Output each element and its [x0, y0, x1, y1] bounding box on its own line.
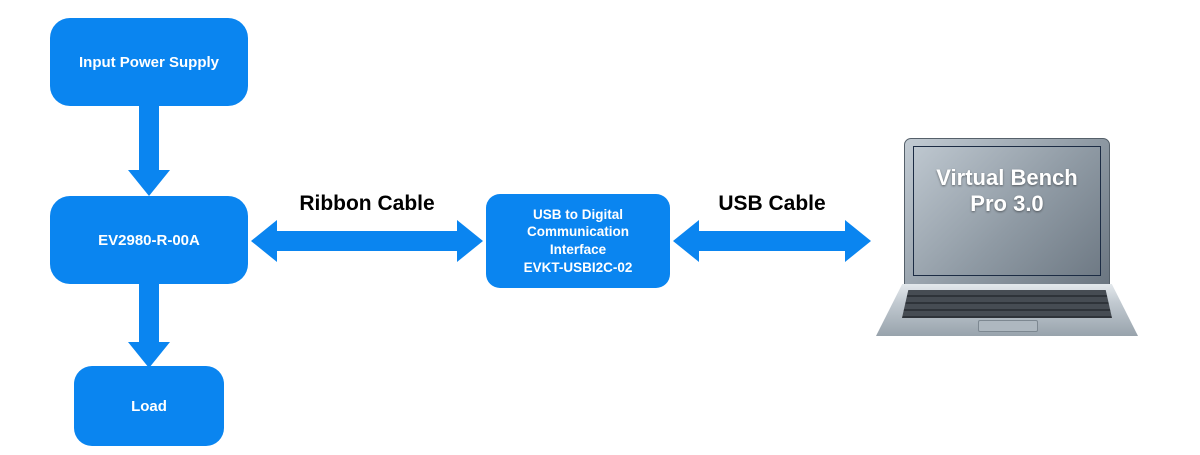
arrow-left-head-icon	[251, 220, 277, 262]
laptop-title-line2: Pro 3.0	[970, 191, 1044, 217]
laptop-screen-title: Virtual Bench Pro 3.0	[936, 165, 1077, 218]
arrow-shaft	[139, 106, 159, 170]
arrow-left-head-icon	[673, 220, 699, 262]
laptop-computer: Virtual Bench Pro 3.0	[876, 138, 1138, 338]
node-usb-interface-label-line1: USB to Digital	[533, 206, 623, 222]
arrow-shaft	[139, 284, 159, 342]
node-input-power-supply: Input Power Supply	[50, 18, 248, 106]
ribbon-cable-arrow	[251, 220, 483, 262]
node-usb-interface-label-line3: Interface	[549, 242, 607, 257]
laptop-display: Virtual Bench Pro 3.0	[913, 146, 1101, 276]
ribbon-cable-label: Ribbon Cable	[299, 192, 435, 215]
laptop-keyboard	[902, 290, 1112, 318]
node-load: Load	[74, 366, 224, 446]
laptop-title-line1: Virtual Bench	[936, 165, 1078, 190]
node-ev-board: EV2980-R-00A	[50, 196, 248, 284]
arrow-board-to-load	[127, 284, 171, 368]
node-usb-interface-label-line2: Communication	[526, 224, 629, 240]
arrow-shaft	[277, 231, 457, 251]
arrow-down-head-icon	[128, 342, 170, 368]
node-load-label: Load	[131, 397, 167, 415]
arrow-power-to-board	[127, 106, 171, 196]
laptop-screen: Virtual Bench Pro 3.0	[904, 138, 1110, 286]
node-input-power-supply-label: Input Power Supply	[78, 53, 219, 71]
arrow-shaft	[699, 231, 845, 251]
arrow-right-head-icon	[457, 220, 483, 262]
node-usb-interface: USB to Digital Communication Interface E…	[486, 194, 670, 288]
laptop-touchpad	[978, 320, 1038, 332]
node-usb-interface-label-line4: EVKT-USBI2C-02	[523, 259, 633, 275]
usb-cable-arrow	[673, 220, 871, 262]
arrow-right-head-icon	[845, 220, 871, 262]
arrow-down-head-icon	[128, 170, 170, 196]
usb-cable-label: USB Cable	[718, 192, 826, 215]
node-ev-board-label: EV2980-R-00A	[98, 231, 200, 249]
laptop-keyboard-base	[876, 284, 1138, 336]
